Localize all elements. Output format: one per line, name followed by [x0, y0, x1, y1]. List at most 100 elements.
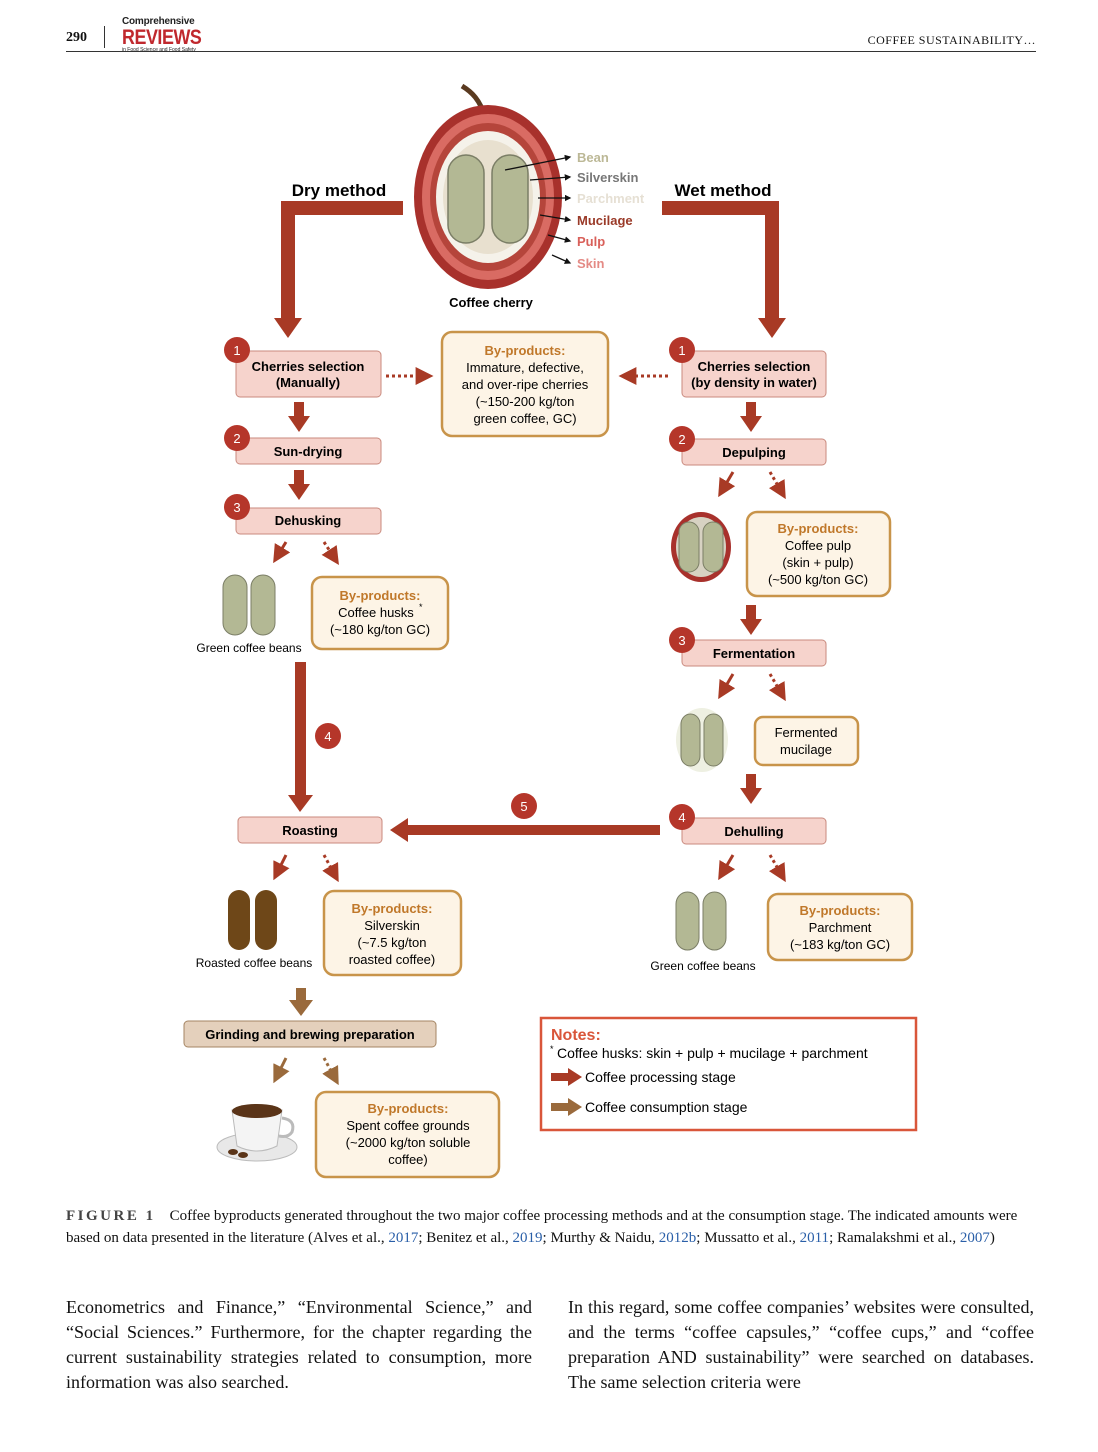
byproduct-spent-grounds: By-products: Spent coffee grounds (~2000…	[314, 1090, 501, 1179]
logo-line-3: in Food Science and Food Safety	[122, 47, 196, 53]
byproduct-line: Parchment	[809, 920, 872, 935]
byproduct-line: green coffee, GC)	[473, 411, 576, 426]
caption-text: )	[989, 1230, 995, 1246]
dry-method-title: Dry method	[292, 181, 386, 200]
body-column-right: In this regard, some coffee companies’ w…	[568, 1297, 1034, 1392]
wet-step-2: 2 Depulping	[669, 426, 827, 466]
logo-line-1: Comprehensive	[122, 16, 195, 27]
wet-arrow-1-2	[740, 402, 762, 432]
step-number: 2	[233, 431, 240, 446]
wet-arrow-5: 5	[390, 793, 660, 842]
byproduct-line: Coffee pulp	[785, 538, 851, 553]
byproduct-line: roasted coffee)	[349, 952, 435, 967]
byproduct-arrow	[321, 541, 339, 566]
split-arrow	[273, 854, 290, 881]
byproduct-title: By-products:	[485, 343, 566, 358]
wet-main-arrow	[662, 201, 786, 338]
step-label: Roasting	[282, 823, 338, 838]
caption-text: ; Benitez et al.,	[418, 1230, 513, 1246]
citation-link[interactable]: 2011	[799, 1230, 830, 1246]
dry-arrow-4: 4	[288, 662, 341, 812]
step-number: 4	[324, 729, 331, 744]
split-arrow	[718, 471, 736, 498]
layer-bean-label: Bean	[577, 150, 609, 165]
byproduct-line: (~150-200 kg/ton	[476, 394, 575, 409]
layer-silverskin-label: Silverskin	[577, 170, 638, 185]
husk-footnote-mark: *	[419, 602, 423, 612]
split-arrow	[273, 1057, 290, 1084]
wet-step-4: 4 Dehulling	[669, 804, 827, 845]
notes-husks-definition: Coffee husks: skin + pulp + mucilage + p…	[557, 1045, 868, 1061]
wet-arrow-2-3	[740, 605, 762, 635]
step-number: 1	[233, 343, 240, 358]
byproduct-line: and over-ripe cherries	[462, 377, 589, 392]
consumption-arrow	[289, 988, 313, 1016]
step-number: 4	[678, 810, 685, 825]
byproduct-line: (~2000 kg/ton soluble	[346, 1135, 471, 1150]
notes-footnote-mark: *	[550, 1044, 554, 1054]
layer-parchment-label: Parchment	[577, 191, 645, 206]
byproduct-pulp: By-products: Coffee pulp (skin + pulp) (…	[745, 510, 892, 598]
layer-mucilage-label: Mucilage	[577, 213, 633, 228]
citation-link[interactable]: 2019	[512, 1230, 543, 1246]
split-arrow	[273, 541, 291, 564]
wet-step-1: 1 Cherries selection (by density in wate…	[669, 337, 827, 398]
byproduct-line: Coffee husks	[338, 605, 414, 620]
split-arrow	[718, 673, 736, 700]
wet-method-title: Wet method	[675, 181, 772, 200]
step-label: Grinding and brewing preparation	[205, 1027, 415, 1042]
caption-text: ; Ramalakshmi et al.,	[829, 1230, 960, 1246]
step-label: Fermentation	[713, 646, 795, 661]
split-arrow	[718, 854, 736, 881]
dry-step-2: 2 Sun-drying	[224, 425, 382, 465]
step-label: Sun-drying	[274, 444, 343, 459]
roasted-beans-label: Roasted coffee beans	[196, 956, 313, 970]
caption-text: ; Mussatto et al.,	[696, 1230, 800, 1246]
legend-consumption-label: Coffee consumption stage	[585, 1099, 748, 1115]
wet-arrow-3-4	[740, 774, 762, 804]
byproduct-line: Fermented	[775, 725, 838, 740]
byproduct-line: (skin + pulp)	[782, 555, 853, 570]
green-beans-label: Green coffee beans	[650, 959, 755, 973]
byproduct-selection: By-products: Immature, defective, and ov…	[440, 330, 610, 438]
grinding-step: Grinding and brewing preparation	[183, 1020, 437, 1048]
notes-box: Notes: * Coffee husks: skin + pulp + muc…	[539, 1016, 918, 1132]
step-label: (by density in water)	[691, 375, 817, 390]
dry-step-1: 1 Cherries selection (Manually)	[224, 337, 382, 398]
notes-title: Notes:	[551, 1027, 601, 1044]
layer-pulp-label: Pulp	[577, 234, 605, 249]
byproduct-line: Silverskin	[364, 918, 420, 933]
byproduct-title: By-products:	[800, 903, 881, 918]
byproduct-husks: By-products: Coffee husks * (~180 kg/ton…	[310, 575, 450, 651]
step-label: (Manually)	[276, 375, 340, 390]
byproduct-line: mucilage	[780, 742, 832, 757]
journal-logo: Comprehensive REVIEWS in Food Science an…	[122, 17, 202, 53]
depulped-bean-icon	[671, 512, 731, 582]
step-label: Dehulling	[724, 824, 783, 839]
cherry-layer-pointers	[504, 154, 572, 264]
fermented-mucilage-box: Fermented mucilage	[753, 715, 860, 767]
step-label: Cherries selection	[252, 359, 365, 374]
byproduct-arrow	[768, 854, 786, 883]
byproduct-line: (~180 kg/ton GC)	[330, 622, 430, 637]
byproduct-arrow	[768, 673, 786, 702]
citation-link[interactable]: 2012b	[658, 1230, 697, 1246]
byproduct-title: By-products:	[368, 1101, 449, 1116]
wet-step-3: 3 Fermentation	[669, 627, 827, 667]
dry-step-3: 3 Dehusking	[224, 494, 382, 535]
byproduct-line: Spent coffee grounds	[346, 1118, 470, 1133]
cherry-label: Coffee cherry	[449, 295, 534, 310]
step-number: 1	[678, 343, 685, 358]
step-number: 3	[233, 500, 240, 515]
step-label: Dehusking	[275, 513, 342, 528]
header-rule	[66, 51, 1036, 52]
legend-consumption-arrow	[551, 1098, 582, 1116]
citation-link[interactable]: 2017	[388, 1230, 419, 1246]
caption-text: ; Murthy & Naidu,	[542, 1230, 659, 1246]
citation-link[interactable]: 2007	[959, 1230, 990, 1246]
byproduct-arrow	[322, 1057, 339, 1086]
roasted-bean-icon	[228, 890, 277, 950]
byproduct-title: By-products:	[778, 521, 859, 536]
byproduct-line: (~7.5 kg/ton	[357, 935, 426, 950]
